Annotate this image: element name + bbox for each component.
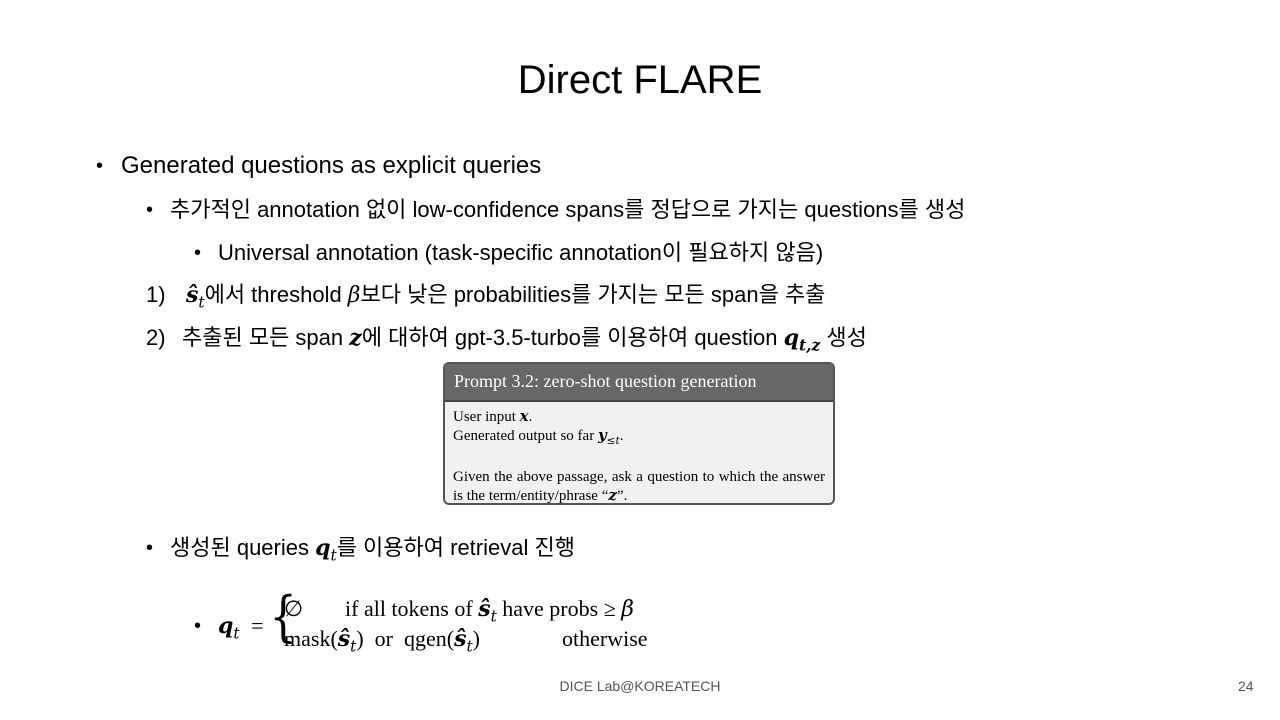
prompt-line-2: Generated output so far y≤t.: [453, 426, 825, 450]
step-2-part: 추출된 모든 span: [182, 325, 350, 350]
step-2-part: 생성: [820, 325, 867, 350]
prompt-text: Generated output so far: [453, 428, 598, 444]
beta-symbol: β: [621, 597, 634, 622]
prompt-text: .: [528, 409, 533, 425]
case-1-text: have probs ≥: [496, 596, 622, 621]
case-2-condition: otherwise: [562, 626, 648, 651]
bullet-dot: •: [194, 615, 202, 637]
bullet-generate-questions-ko: 추가적인 annotation 없이 low-confidence spans를…: [170, 197, 966, 222]
z-symbol: z: [608, 486, 617, 504]
s-hat-symbol: ŝ: [454, 626, 467, 652]
z-symbol: z: [349, 325, 362, 351]
left-brace: {: [269, 585, 297, 648]
footer-lab-name: DICE Lab@KOREATECH: [559, 678, 721, 694]
case-1-text: if all tokens of: [345, 596, 479, 621]
prompt-text: .: [619, 428, 624, 444]
prompt-text: Given the above passage, ask a question …: [453, 469, 825, 504]
prompt-text: ”.: [616, 488, 628, 504]
prompt-spacer: [453, 450, 825, 468]
q-subscript: t: [330, 546, 337, 565]
prompt-body: User input x. Generated output so far y≤…: [445, 402, 833, 504]
bullet-retrieval-part: 생성된 queries: [170, 535, 316, 560]
s-hat-symbol: ŝ: [186, 282, 199, 308]
s-hat-subscript: t: [198, 293, 205, 312]
bullet-retrieval-part: 를 이용하여 retrieval 진행: [336, 535, 575, 560]
step-1-part: 에서 threshold: [204, 282, 348, 307]
beta-symbol: β: [347, 283, 361, 308]
case-1-condition: if all tokens of ŝt have probs ≥ β: [345, 596, 634, 625]
case-2-text: ): [472, 626, 480, 651]
y-subscript: ≤t: [606, 435, 620, 447]
bullet-universal-annotation: Universal annotation (task-specific anno…: [218, 240, 824, 265]
q-symbol: q: [218, 613, 234, 639]
prompt-header: Prompt 3.2: zero-shot question generatio…: [445, 364, 833, 402]
step-1-part: 보다 낮은 probabilities를 가지는 모든 span을 추출: [360, 282, 826, 307]
bullet-dot: •: [96, 155, 104, 177]
prompt-text: User input: [453, 409, 520, 425]
bullet-dot: •: [146, 537, 154, 559]
bullet-generated-questions: Generated questions as explicit queries: [121, 152, 542, 179]
prompt-box: Prompt 3.2: zero-shot question generatio…: [443, 362, 835, 505]
y-symbol: y: [597, 426, 607, 444]
bullet-dot: •: [146, 199, 154, 221]
equals-sign: =: [251, 613, 264, 638]
s-hat-subscript: t: [350, 637, 357, 656]
case-1-value: ∅: [284, 596, 304, 621]
slide-title: Direct FLARE: [517, 58, 763, 102]
case-2-text: mask(: [284, 626, 338, 651]
prompt-line-3: Given the above passage, ask a question …: [453, 468, 825, 504]
step-1-text: ŝt에서 threshold β보다 낮은 probabilities를 가지는…: [186, 281, 825, 316]
case-2-text: ) or qgen(: [356, 626, 455, 651]
q-subscript: t: [233, 624, 240, 643]
case-2-value: mask(ŝt) or qgen(ŝt): [284, 626, 480, 655]
step-2-part: 에 대하여 gpt-3.5-turbo를 이용하여 question: [361, 325, 784, 350]
s-hat-subscript: t: [466, 637, 473, 656]
s-hat-symbol: ŝ: [337, 626, 351, 652]
step-1-number: 1): [146, 282, 166, 307]
step-2-number: 2): [146, 325, 166, 350]
bullet-retrieval: 생성된 queries qt를 이용하여 retrieval 진행: [170, 534, 575, 569]
q-symbol: q: [315, 535, 331, 561]
bullet-dot: •: [194, 242, 202, 264]
s-hat-symbol: ŝ: [478, 596, 491, 622]
equation-lhs: qt =: [218, 613, 264, 642]
step-2-text: 추출된 모든 span z에 대하여 gpt-3.5-turbo를 이용하여 q…: [182, 324, 867, 359]
page-number: 24: [1238, 678, 1254, 694]
prompt-line-1: User input x.: [453, 407, 825, 426]
x-symbol: x: [519, 407, 529, 425]
s-hat-subscript: t: [490, 607, 497, 626]
q-subscript: t,z: [799, 336, 821, 355]
q-symbol: q: [783, 325, 800, 351]
